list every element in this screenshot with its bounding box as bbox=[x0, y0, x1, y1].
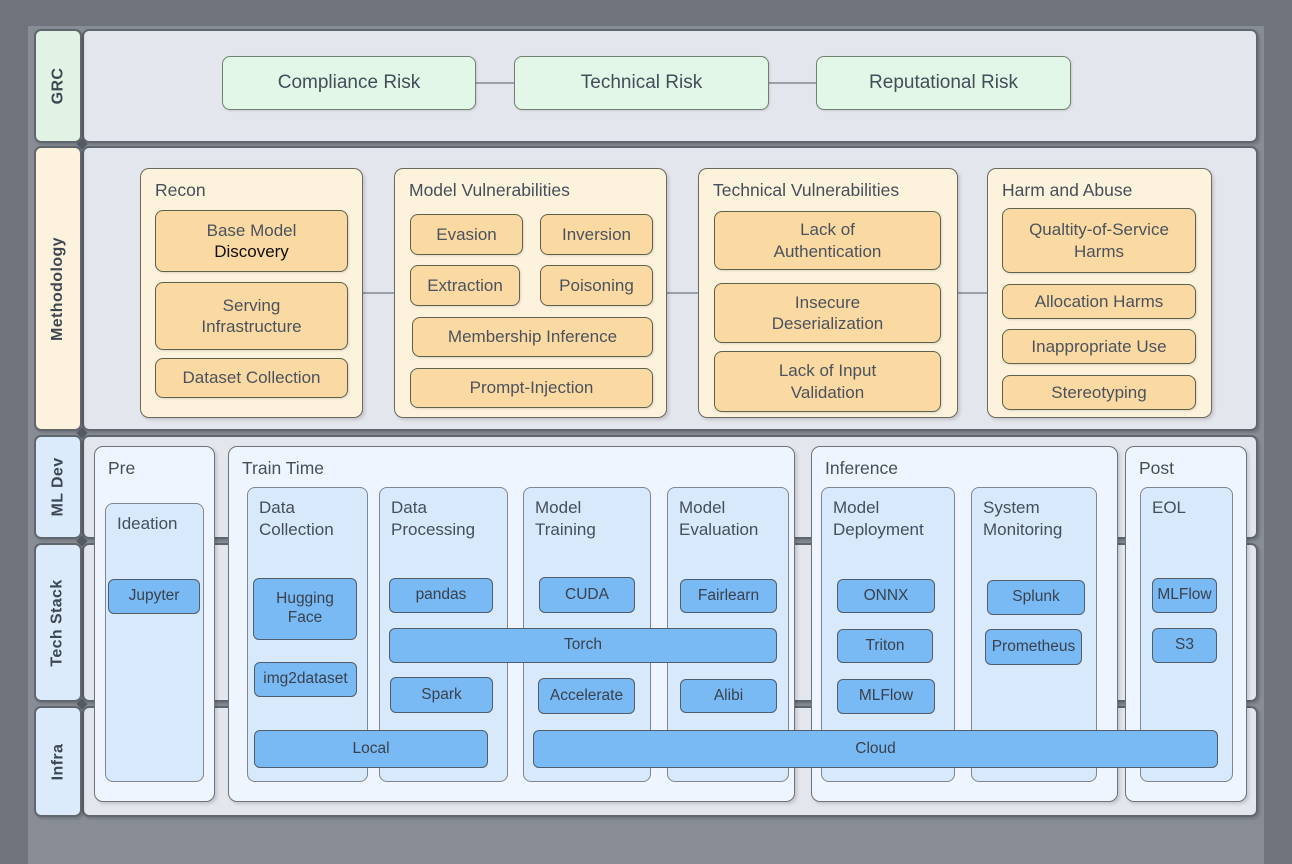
methodology-connector bbox=[958, 292, 987, 294]
chip-prometheus: Prometheus bbox=[985, 629, 1082, 665]
bar-torch: Torch bbox=[389, 628, 777, 663]
item-quality-of-service-harms: Qualtity-of-Service Harms bbox=[1002, 208, 1196, 273]
item-membership-inference: Membership Inference bbox=[412, 317, 653, 357]
item-evasion: Evasion bbox=[410, 214, 523, 255]
item-lack-of-authentication: Lack of Authentication bbox=[714, 211, 941, 270]
column-ideation: Ideation bbox=[105, 503, 204, 782]
group-title-technical-vulnerabilities: Technical Vulnerabilities bbox=[713, 180, 900, 200]
risk-box-technical: Technical Risk bbox=[514, 56, 769, 110]
risk-box-technical-label: Technical Risk bbox=[580, 72, 703, 93]
item-stereotyping: Stereotyping bbox=[1002, 375, 1196, 410]
item-prompt-injection: Prompt-Injection bbox=[410, 368, 653, 408]
phase-title-post: Post bbox=[1139, 458, 1175, 478]
item-allocation-harms: Allocation Harms bbox=[1002, 284, 1196, 319]
chip-img2dataset: img2dataset bbox=[254, 662, 357, 697]
item-base-model-discovery: Base Model Discovery bbox=[155, 210, 348, 272]
column-title-model-training: Model Training bbox=[535, 498, 596, 540]
chip-triton: Triton bbox=[837, 629, 933, 663]
chip-hugging-face: Hugging Face bbox=[253, 578, 357, 640]
methodology-connector bbox=[667, 292, 698, 294]
group-title-recon: Recon bbox=[155, 180, 206, 200]
chip-onnx: ONNX bbox=[837, 579, 935, 613]
column-title-data-processing: Data Processing bbox=[391, 498, 476, 540]
chip-s3: S3 bbox=[1152, 628, 1217, 663]
item-poisoning: Poisoning bbox=[540, 265, 653, 306]
lane-grc-label: GRC bbox=[48, 67, 66, 105]
group-title-model-vulnerabilities: Model Vulnerabilities bbox=[409, 180, 570, 200]
item-extraction: Extraction bbox=[410, 265, 520, 306]
group-title-harm-and-abuse: Harm and Abuse bbox=[1002, 180, 1133, 200]
column-title-eol: EOL bbox=[1152, 498, 1187, 517]
bar-local: Local bbox=[254, 730, 488, 768]
phase-title-inference: Inference bbox=[825, 458, 898, 478]
risk-box-reputational: Reputational Risk bbox=[816, 56, 1071, 110]
item-insecure-deserialization: Insecure Deserialization bbox=[714, 283, 941, 343]
chip-cuda: CUDA bbox=[539, 577, 635, 613]
chip-splunk: Splunk bbox=[987, 580, 1085, 615]
chip-pandas: pandas bbox=[389, 578, 493, 613]
item-dataset-collection: Dataset Collection bbox=[155, 358, 348, 398]
lane-methodology-label: Methodology bbox=[49, 236, 67, 341]
column-title-ideation: Ideation bbox=[117, 514, 178, 533]
chip-mlflow-deployment: MLFlow bbox=[837, 679, 935, 714]
bar-cloud: Cloud bbox=[533, 730, 1218, 768]
risk-box-compliance: Compliance Risk bbox=[222, 56, 476, 110]
lane-infra: Infra bbox=[34, 706, 82, 817]
column-title-system-monitoring: System Monitoring bbox=[983, 498, 1063, 540]
column-title-model-evaluation: Model Evaluation bbox=[679, 498, 759, 540]
lane-tech-stack: Tech Stack bbox=[34, 543, 82, 702]
column-title-data-collection: Data Collection bbox=[259, 498, 334, 540]
risk-connector bbox=[769, 82, 816, 84]
chip-alibi: Alibi bbox=[680, 679, 777, 713]
risk-box-compliance-label: Compliance Risk bbox=[277, 72, 421, 93]
item-inversion: Inversion bbox=[540, 214, 653, 255]
phase-title-pre: Pre bbox=[108, 458, 136, 478]
lane-ml-dev-label: ML Dev bbox=[49, 457, 67, 517]
item-lack-of-input-validation: Lack of Input Validation bbox=[714, 351, 941, 412]
methodology-connector bbox=[363, 292, 394, 294]
risk-box-reputational-label: Reputational Risk bbox=[869, 72, 1018, 93]
lane-grc: GRC bbox=[34, 29, 82, 143]
item-serving-infrastructure: Serving Infrastructure bbox=[155, 282, 348, 350]
phase-title-train-time: Train Time bbox=[242, 458, 325, 478]
column-title-model-deployment: Model Deployment bbox=[833, 498, 924, 540]
chip-fairlearn: Fairlearn bbox=[680, 579, 777, 613]
lane-methodology: Methodology bbox=[34, 146, 82, 431]
risk-connector bbox=[476, 82, 514, 84]
chip-spark: Spark bbox=[390, 677, 493, 713]
lane-tech-stack-label: Tech Stack bbox=[49, 578, 67, 667]
chip-jupyter: Jupyter bbox=[108, 579, 200, 614]
lane-infra-label: Infra bbox=[48, 743, 66, 780]
lane-ml-dev: ML Dev bbox=[34, 435, 82, 539]
item-inappropriate-use: Inappropriate Use bbox=[1002, 329, 1196, 364]
item-base-model-line1: Base Model bbox=[206, 220, 297, 240]
chip-accelerate: Accelerate bbox=[538, 678, 635, 714]
item-base-model-line2: Discovery bbox=[214, 242, 289, 261]
chip-mlflow-eol: MLFlow bbox=[1152, 578, 1217, 613]
